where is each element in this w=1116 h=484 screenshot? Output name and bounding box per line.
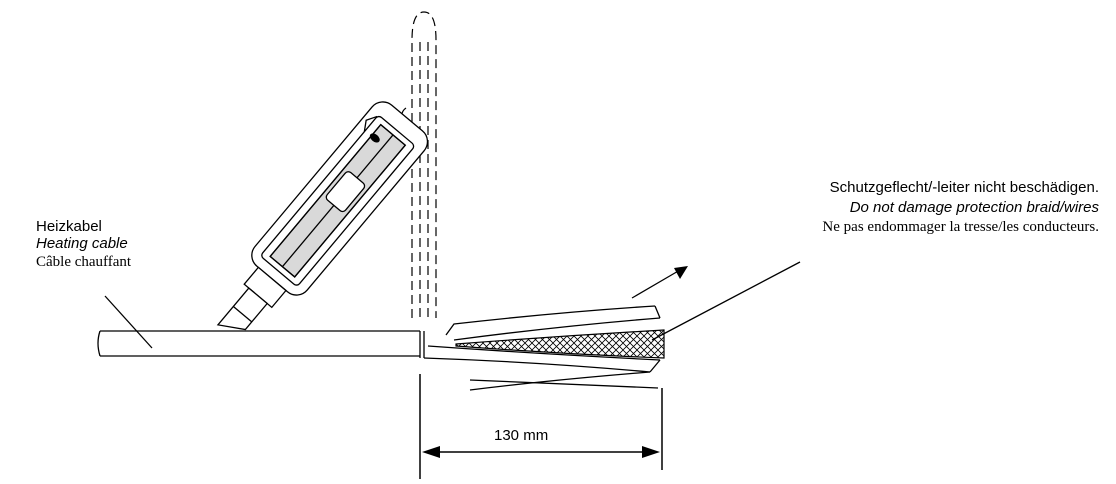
label-cable-chauffant: Câble chauffant xyxy=(36,254,132,270)
label-ne-pas-endommager: Ne pas endommager la tresse/les conducte… xyxy=(822,219,1099,235)
direction-arrow-icon xyxy=(631,266,688,299)
protection-braid xyxy=(455,329,665,359)
label-heating-cable: Heating cable xyxy=(36,235,128,252)
left-leader-line xyxy=(104,295,153,349)
right-leader-line xyxy=(651,261,801,341)
dimension-130mm xyxy=(419,374,663,479)
label-heizkabel: Heizkabel xyxy=(36,218,102,235)
utility-knife-icon xyxy=(216,101,429,331)
heating-cable-body xyxy=(97,330,425,358)
label-do-not-damage: Do not damage protection braid/wires xyxy=(849,199,1099,216)
stripped-cable-end xyxy=(423,305,661,391)
dimension-label: 130 mm xyxy=(494,427,549,444)
label-schutzgeflecht: Schutzgeflecht/-leiter nicht beschädigen… xyxy=(829,179,1099,196)
